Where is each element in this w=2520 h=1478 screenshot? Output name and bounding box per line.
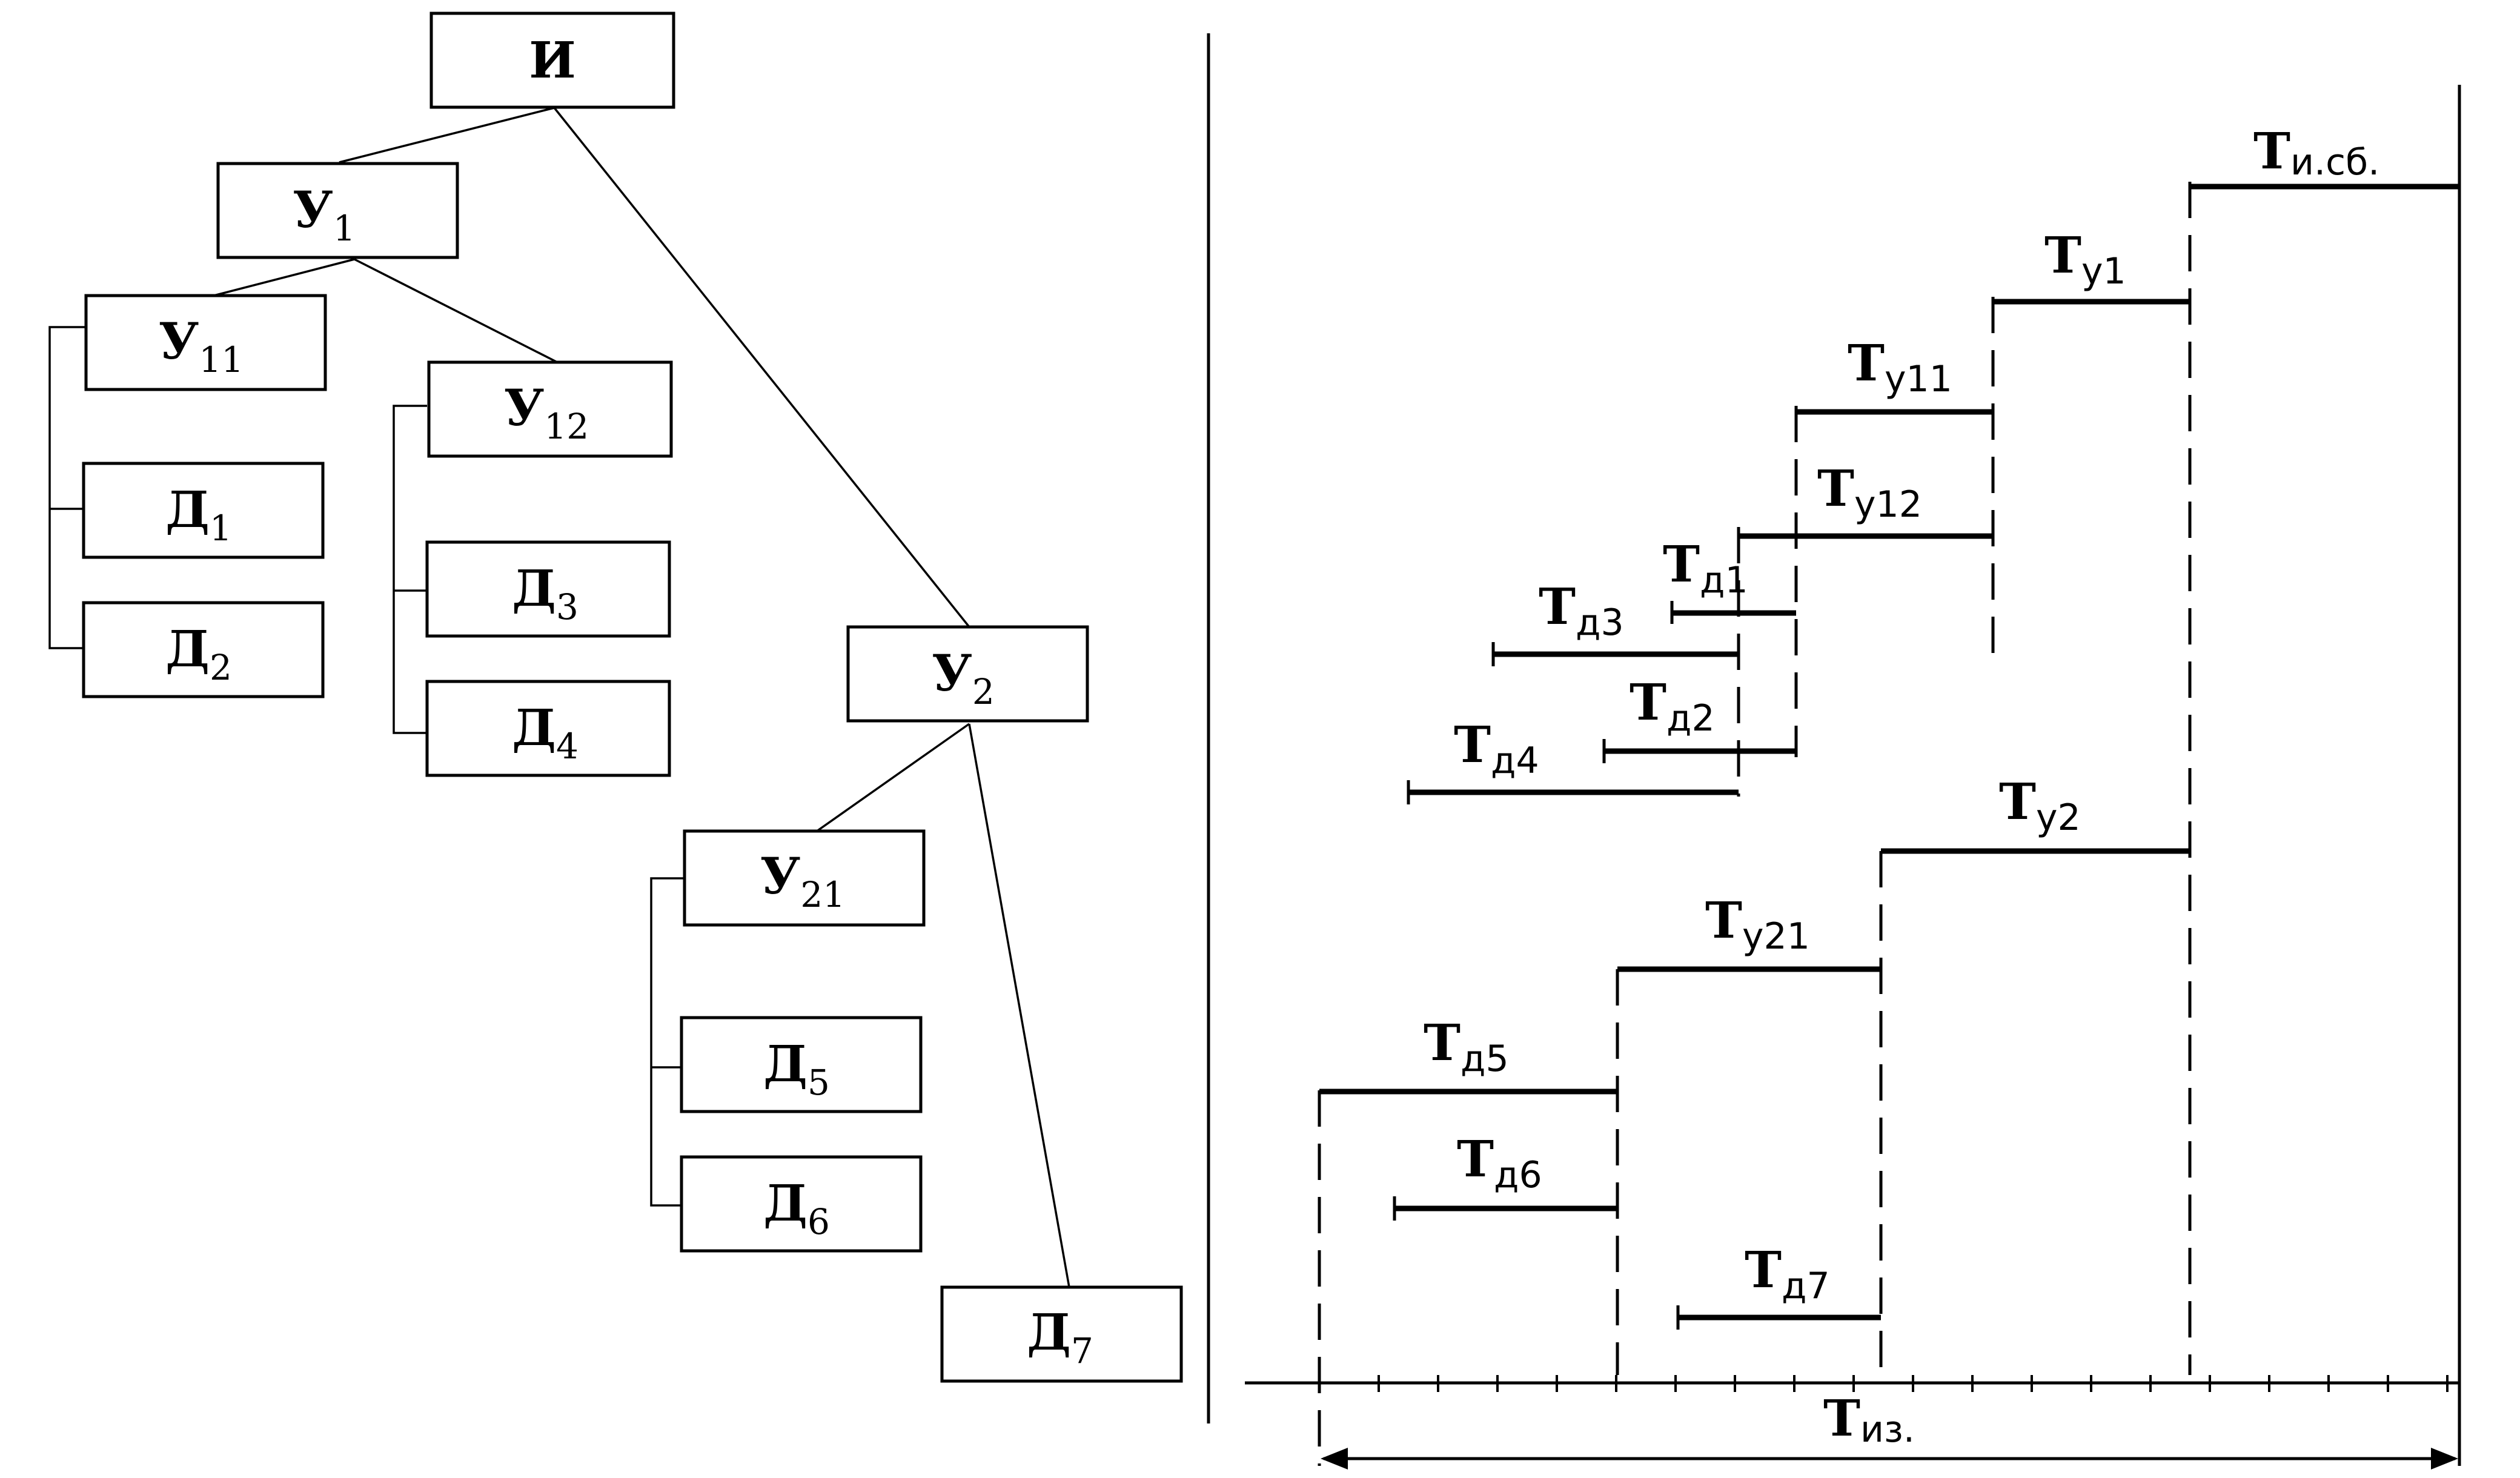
cycle-schedule: Ти.сб. Ту1 Ту11 Ту12 Тд1 Тд3 Тд2 Тд4 Ту2… [1245,85,2461,1470]
node-u21: У21 [683,829,926,927]
node-d3: Д3 [425,540,671,638]
edge-u1-u12 [354,258,558,363]
label-td5: Тд5 [1424,1014,1509,1080]
node-d1: Д1 [82,462,325,559]
label-td6: Тд6 [1457,1130,1542,1196]
node-d5: Д5 [680,1016,923,1113]
label-tu21: Ту21 [1705,892,1810,958]
node-d4-label: Д4 [512,699,579,767]
edge-u2-u21 [811,723,970,836]
edge-i-u2 [553,107,970,628]
assembly-tree: И У1 У11 У12 Д1 Д2 Д3 Д4 [48,12,1183,1383]
node-u1: У1 [216,162,459,259]
node-i-label: И [529,31,575,90]
arrow-left [1321,1448,1348,1470]
label-td2: Тд2 [1630,674,1715,740]
node-d5-label: Д5 [763,1035,830,1103]
arrow-right [2431,1448,2458,1470]
bracket-u12 [393,405,427,734]
node-d7-label: Д7 [1027,1304,1093,1371]
node-u11: У11 [84,294,327,391]
node-d6-label: Д6 [763,1175,830,1242]
label-tiz: Тиз. [1823,1390,1915,1451]
label-tu12: Ту12 [1817,460,1922,526]
node-u11-label: У11 [159,313,244,380]
node-d2: Д2 [82,601,325,698]
label-tisb: Ти.сб. [2253,122,2379,184]
edge-u1-u11 [208,258,355,298]
node-u2-label: У2 [932,645,994,712]
node-u12-label: У12 [504,379,589,447]
edge-i-u1 [339,107,555,164]
label-tu1: Ту1 [2044,227,2126,293]
node-u1-label: У1 [293,181,355,249]
time-axis-ticks [1318,1375,2449,1392]
node-u2: У2 [846,625,1089,723]
node-d3-label: Д3 [512,560,579,628]
label-td3: Тд3 [1539,578,1624,644]
label-tu2: Ту2 [1999,773,2081,839]
node-d4: Д4 [425,680,671,777]
node-d1-label: Д1 [165,481,232,549]
bracket-u11 [48,326,85,649]
edge-u2-d7 [968,723,1070,1288]
node-i: И [429,12,675,109]
label-td7: Тд7 [1745,1241,1830,1307]
node-u21-label: У21 [760,847,845,915]
node-d2-label: Д2 [165,620,232,688]
label-td4: Тд4 [1454,716,1539,782]
bracket-u21 [650,877,688,1207]
node-d7: Д7 [940,1285,1183,1383]
node-u12: У12 [427,360,673,458]
label-td1: Тд1 [1663,535,1748,601]
node-d6: Д6 [680,1155,923,1253]
label-tu11: Ту11 [1848,334,1952,400]
